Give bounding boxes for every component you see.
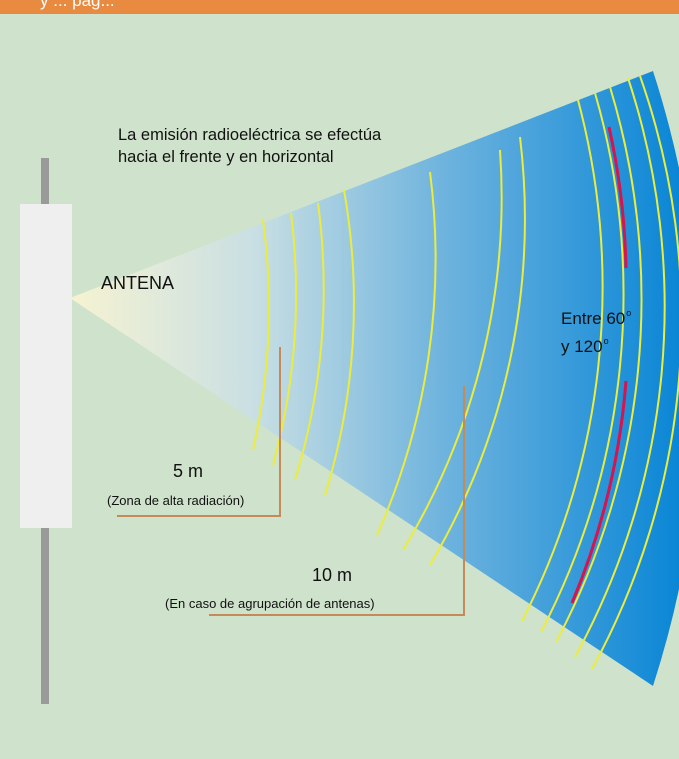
- angle-line-2: y 120: [561, 337, 603, 356]
- leader-line-10m: [209, 386, 465, 616]
- wavefront-arc: [591, 75, 679, 670]
- distance-10m-note: (En caso de agrupación de antenas): [165, 596, 375, 611]
- pattern-arc-bottom: [570, 380, 628, 604]
- wavefront-arc: [376, 171, 437, 536]
- distance-5m-note: (Zona de alta radiación): [107, 493, 245, 508]
- antenna-label: ANTENA: [101, 273, 175, 293]
- wavefront-arc: [402, 149, 503, 551]
- antenna-panel: [20, 204, 72, 528]
- wavefront-arc: [540, 92, 625, 633]
- angle-line-1: Entre 60: [561, 309, 626, 328]
- wavefronts: [252, 75, 679, 670]
- wavefront-arc: [324, 189, 355, 496]
- angle-label: Entre 60o y 120o: [561, 302, 631, 358]
- degree-mark-1: o: [626, 308, 632, 318]
- wavefront-arc: [521, 99, 604, 622]
- wavefront-arc: [429, 136, 526, 566]
- wavefront-arc: [252, 219, 270, 451]
- pattern-arc-top: [607, 126, 628, 269]
- distance-10m: 10 m: [312, 565, 353, 585]
- header-bar: y ... pag...: [0, 0, 679, 14]
- caption: La emisión radioeléctrica se efectúa hac…: [118, 126, 382, 166]
- wavefront-arc: [574, 77, 666, 658]
- wavefront-arc: [294, 202, 325, 481]
- header-title: y ... pag...: [40, 0, 115, 10]
- mast-bottom: [41, 527, 49, 704]
- degree-mark-2: o: [603, 336, 609, 346]
- distance-5m: 5 m: [173, 461, 204, 481]
- mast-top: [41, 158, 49, 206]
- radiation-beam: [70, 71, 679, 686]
- leader-line-5m: [117, 347, 281, 517]
- wavefront-arc: [555, 86, 643, 643]
